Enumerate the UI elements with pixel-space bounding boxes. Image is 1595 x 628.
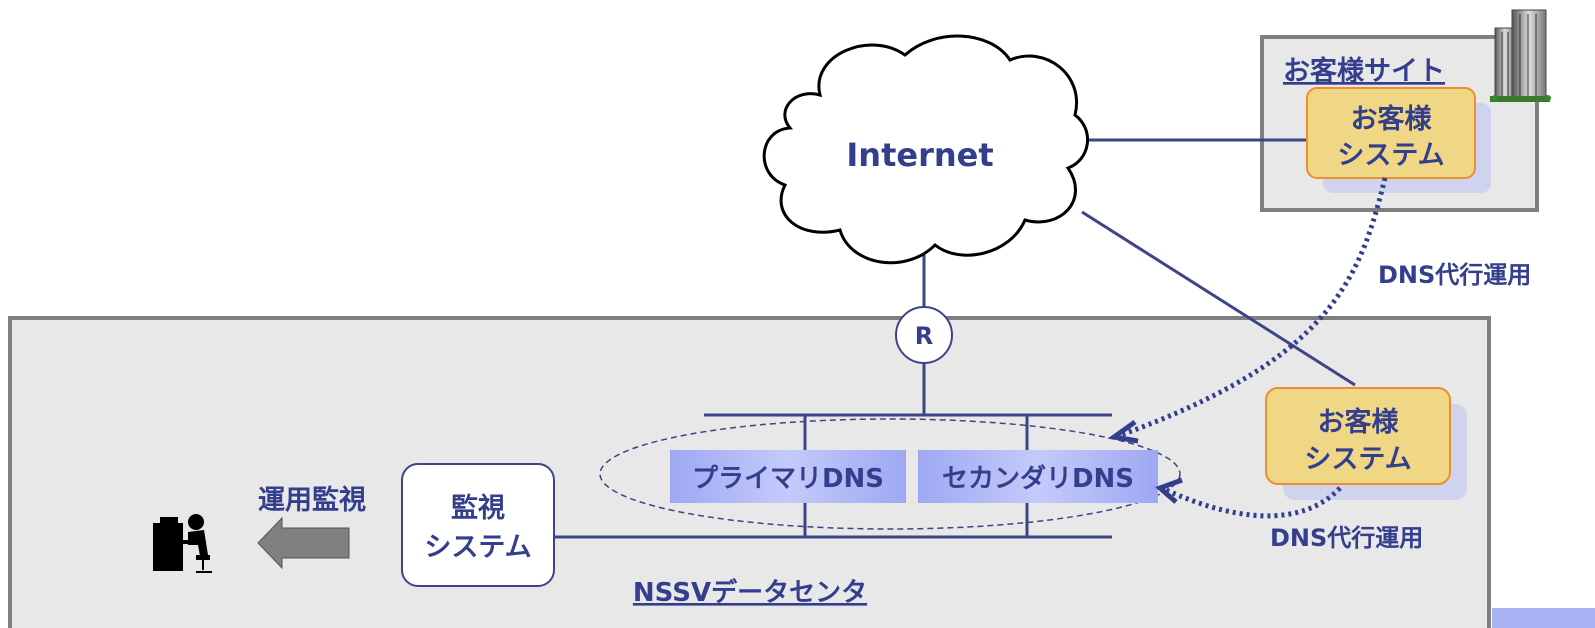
dns-operation-upper-arrow (1117, 177, 1388, 439)
router-icon (895, 306, 953, 364)
customer-site-system-box (1306, 87, 1476, 179)
internet-cloud (762, 34, 1090, 265)
customer-site-title: お客様サイト (1283, 55, 1445, 87)
internet-label: Internet (846, 136, 993, 174)
monitor-system-line2: システム (424, 532, 531, 563)
secondary-dns-label: セカンダリDNS (942, 463, 1134, 494)
dc-customer-system-line2: システム (1304, 444, 1411, 475)
dc-customer-system-box (1265, 387, 1451, 485)
corner-accent-bar (1492, 608, 1595, 628)
left-arrow-icon (257, 516, 350, 570)
customer-site-system-line2: システム (1337, 140, 1444, 171)
dns-operation-upper-label: DNS代行運用 (1378, 261, 1531, 289)
monitor-system-box (401, 463, 555, 587)
ops-monitoring-label: 運用監視 (258, 485, 366, 516)
dns-operation-lower-label: DNS代行運用 (1270, 524, 1423, 552)
building-icon (1490, 9, 1551, 102)
secondary-dns-box (918, 450, 1158, 503)
router-label: R (915, 322, 933, 350)
primary-dns-label: プライマリDNS (692, 464, 884, 494)
primary-dns-box (670, 450, 906, 503)
dns-operation-lower-arrowhead (1155, 477, 1183, 504)
datacenter-title: NSSVデータセンタ (633, 577, 867, 608)
operator-icon (153, 514, 212, 573)
customer-site-system-line1: お客様 (1351, 103, 1433, 135)
dns-group-ellipse (599, 418, 1181, 530)
dc-customer-system-line1: お客様 (1318, 406, 1400, 438)
dns-operation-upper-arrowhead (1107, 419, 1139, 444)
dns-operation-lower-arrow (1160, 485, 1342, 519)
internet-to-dc-customer-line (1081, 210, 1356, 387)
monitor-system-line1: 監視 (451, 493, 505, 524)
